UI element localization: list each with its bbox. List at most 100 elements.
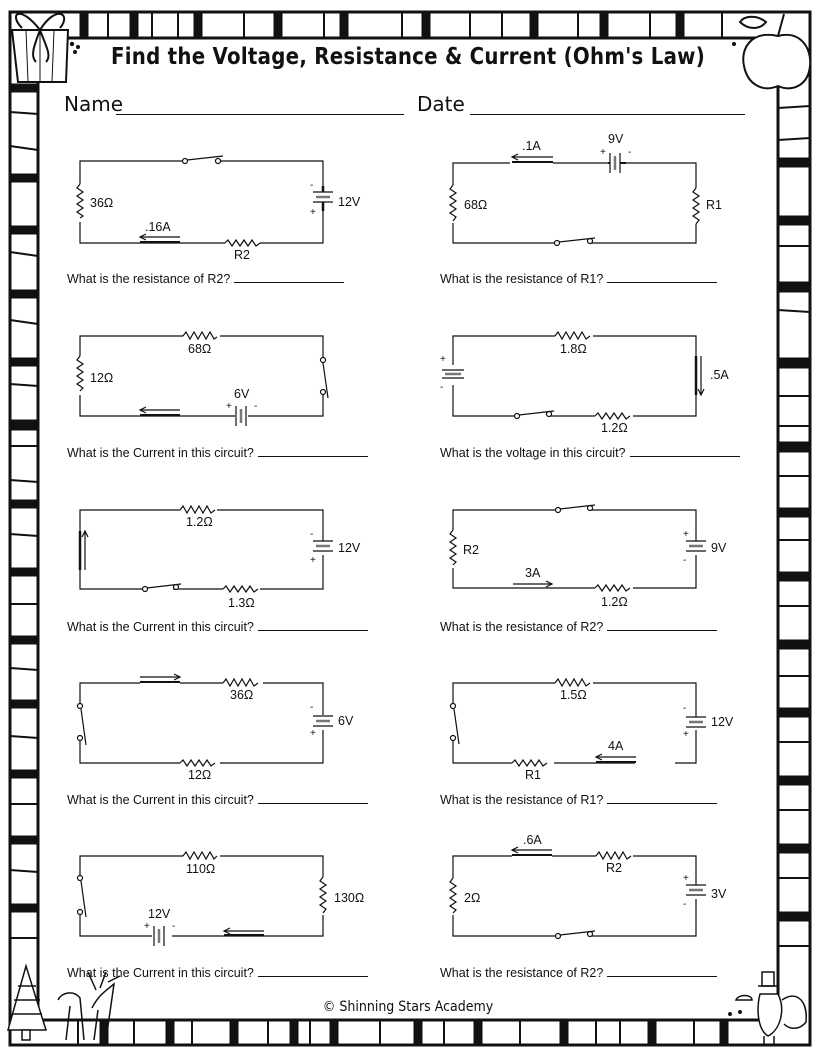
current-arrow-icon (697, 388, 705, 397)
battery-label: 6V (234, 387, 250, 401)
resistor-icon (318, 876, 328, 914)
resistor-icon (554, 677, 591, 688)
resistor-label: 1.2Ω (601, 421, 628, 435)
resistor-icon (594, 411, 631, 421)
switch-icon (181, 157, 189, 165)
current-arrow-icon (510, 153, 519, 161)
battery-label: 12V (148, 907, 171, 921)
battery-polarity: + (600, 147, 606, 158)
resistor-label: R2 (234, 248, 250, 262)
circuit-diagram (76, 673, 333, 768)
resistor-label: 1.2Ω (601, 595, 628, 609)
battery-polarity: - (172, 921, 176, 932)
resistor-icon (182, 850, 218, 861)
circuit-6: R2 1.2Ω 3A 9V + - (430, 495, 730, 645)
question-text: What is the Current in this circuit? (67, 620, 254, 634)
current-arrow-icon (138, 406, 147, 414)
current-arrow-icon (81, 529, 89, 538)
circuit-diagram (75, 330, 329, 426)
answer-field[interactable] (234, 270, 345, 283)
circuit-diagram (449, 677, 706, 768)
copyright-footer: © Shinning Stars Academy (322, 999, 494, 1015)
circuit-8: 1.5Ω R1 4A 12V - + (430, 665, 733, 815)
resistor-label: 68Ω (464, 198, 488, 212)
question-text: What is the voltage in this circuit? (440, 446, 626, 460)
resistor-label: 68Ω (188, 342, 212, 356)
resistor-label: 36Ω (90, 196, 114, 210)
answer-field[interactable] (257, 791, 368, 804)
answer-field[interactable] (257, 618, 368, 631)
resistor-label: 36Ω (230, 688, 254, 702)
battery-polarity: - (310, 180, 314, 191)
circuit-3: 68Ω 12Ω 6V + - (60, 320, 360, 470)
battery-polarity: + (226, 401, 232, 412)
battery-polarity: + (310, 207, 316, 218)
answer-field[interactable] (629, 444, 740, 457)
resistor-icon (448, 184, 458, 222)
question-text: What is the Current in this circuit? (67, 446, 254, 460)
current-arrow-icon (594, 753, 603, 761)
circuit-diagram (76, 850, 328, 946)
resistor-label: 110Ω (186, 862, 216, 876)
question-text: What is the resistance of R2? (440, 620, 604, 634)
circuit-diagram (442, 330, 705, 421)
gift-box-icon (10, 12, 80, 83)
resistor-icon (222, 677, 259, 688)
resistor-icon (594, 583, 631, 593)
answer-field[interactable] (607, 270, 718, 283)
question-text: What is the resistance of R1? (440, 793, 604, 807)
current-label: 4A (608, 739, 624, 753)
answer-field[interactable] (607, 791, 718, 804)
resistor-icon (595, 850, 632, 861)
battery-polarity: + (310, 555, 316, 566)
question-7: What is the Current in this circuit? (67, 791, 368, 807)
circuit-diagram (448, 153, 701, 247)
switch-icon (554, 506, 562, 514)
circuit-9: 110Ω 130Ω 12V + - (60, 835, 364, 985)
switch-icon (449, 702, 457, 710)
current-label: .5A (710, 368, 729, 382)
resistor-label: R2 (463, 543, 479, 557)
answer-field[interactable] (257, 964, 368, 977)
resistor-icon (511, 758, 548, 768)
switch-icon (513, 412, 521, 420)
question-text: What is the Current in this circuit? (67, 966, 254, 980)
switch-icon (141, 585, 149, 593)
resistor-icon (179, 504, 216, 515)
switch-icon (76, 874, 84, 882)
resistor-label: 12Ω (90, 371, 114, 385)
turkey-icon (728, 971, 807, 1046)
circuit-4: 1.8Ω 1.2Ω .5A + - (430, 320, 730, 470)
name-field[interactable] (116, 114, 404, 115)
current-label: .16A (145, 220, 171, 234)
resistor-icon (224, 238, 261, 248)
question-9: What is the Current in this circuit? (67, 964, 368, 980)
battery-polarity: + (144, 921, 150, 932)
question-text: What is the resistance of R1? (440, 272, 604, 286)
resistor-icon (222, 584, 259, 594)
battery-polarity: + (310, 728, 316, 739)
battery-polarity: - (310, 702, 314, 713)
current-arrow-icon (173, 673, 182, 681)
question-8: What is the resistance of R1? (440, 791, 718, 807)
question-text: What is the Current in this circuit? (67, 793, 254, 807)
page-title: Find the Voltage, Resistance & Current (… (110, 44, 706, 70)
answer-field[interactable] (257, 444, 368, 457)
question-4: What is the voltage in this circuit? (440, 444, 740, 460)
battery-polarity: - (628, 147, 632, 158)
answer-field[interactable] (607, 964, 718, 977)
battery-polarity: + (683, 729, 689, 740)
battery-polarity: - (440, 382, 444, 393)
name-label: Name (64, 92, 124, 116)
tree-reindeer-icon (7, 963, 121, 1041)
question-6: What is the resistance of R2? (440, 618, 718, 634)
circuit-1: 36Ω R2 .16A 12V - + (60, 140, 360, 290)
resistor-label: 1.2Ω (186, 515, 213, 529)
apple-icon (732, 13, 812, 90)
current-arrow-icon (545, 580, 554, 588)
question-text: What is the resistance of R2? (67, 272, 231, 286)
resistor-label: 1.5Ω (560, 688, 587, 702)
date-field[interactable] (470, 114, 745, 115)
answer-field[interactable] (607, 618, 718, 631)
question-2: What is the resistance of R1? (440, 270, 718, 286)
